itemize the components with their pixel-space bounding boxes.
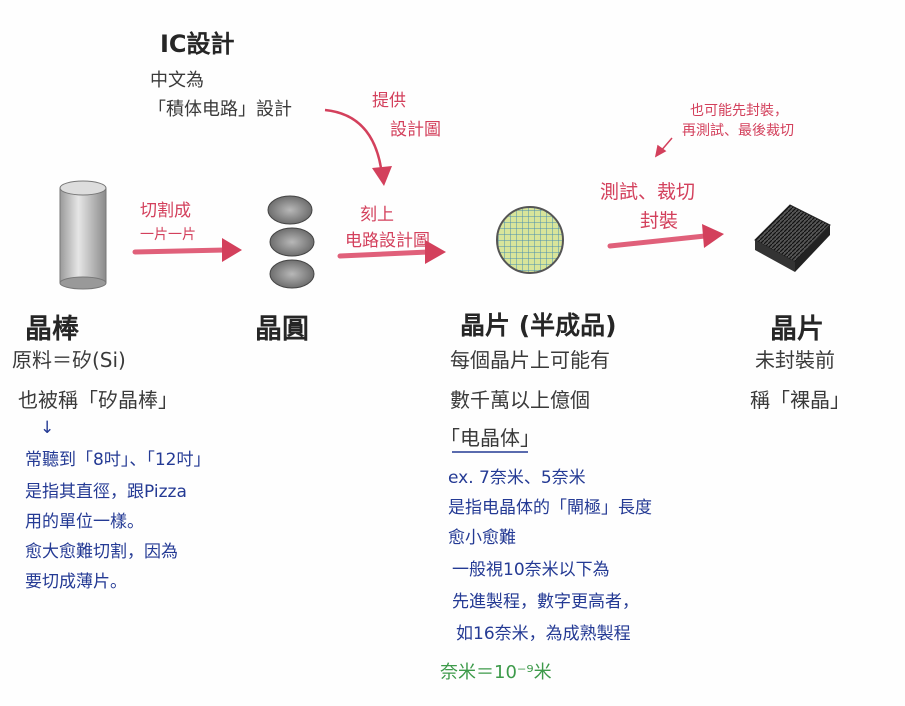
chip-semi-detail: 是指电晶体的「閘極」長度 xyxy=(448,498,652,518)
nanometer-note: 奈米＝10⁻⁹米 xyxy=(440,662,552,683)
alt-note: 再測試、最後裁切 xyxy=(682,123,794,139)
alt-note: 也可能先封裝， xyxy=(690,103,788,119)
chip-semi-detail: 先進製程，數字更高者， xyxy=(452,592,639,612)
etch-label: 电路設計圖 xyxy=(345,231,430,251)
wafer-title: 晶圓 xyxy=(255,314,309,345)
ingot-detail: 愈大愈難切割，因為 xyxy=(25,542,178,562)
cut-label: 一片一片 xyxy=(140,227,196,243)
ic-design-line: 「積体电路」設計 xyxy=(148,99,292,120)
chip-icon xyxy=(754,204,831,272)
ingot-down-arrow: ↓ xyxy=(40,418,55,438)
chip-semi-detail: 愈小愈難 xyxy=(448,528,516,548)
chip-final-note: 未封裝前 xyxy=(755,348,835,372)
patterned-wafer-icon xyxy=(496,206,564,274)
chip-semi-note: 數千萬以上億個 xyxy=(450,388,590,412)
ingot-note: 原料＝矽(Si) xyxy=(12,348,126,372)
ic-design-title: IC設計 xyxy=(160,30,235,58)
etch-label: 刻上 xyxy=(360,205,394,225)
arrow-alt-note xyxy=(654,137,673,158)
arrow-etch xyxy=(337,240,446,264)
ingot-detail: 用的單位一樣。 xyxy=(25,512,144,532)
arrow-test xyxy=(607,224,724,249)
arrow-cut xyxy=(132,238,242,262)
provide-label: 設計圖 xyxy=(390,120,441,140)
chip-final-title: 晶片 xyxy=(770,314,824,345)
ingot-icon xyxy=(59,180,107,290)
cut-label: 切割成 xyxy=(140,201,191,221)
chip-semi-detail: 如16奈米，為成熟製程 xyxy=(456,624,631,644)
ingot-detail: 要切成薄片。 xyxy=(25,572,127,592)
chip-final-note: 稱「裸晶」 xyxy=(750,388,850,412)
arrow-provide xyxy=(324,108,392,186)
ingot-detail: 是指其直徑，跟Pizza xyxy=(25,482,187,502)
ic-design-line: 中文為 xyxy=(150,70,204,91)
ingot-note: 也被稱「矽晶棒」 xyxy=(18,388,178,412)
chip-semi-note: 每個晶片上可能有 xyxy=(450,348,610,372)
wafers-icon xyxy=(267,195,315,289)
chip-semi-detail: ex. 7奈米、5奈米 xyxy=(448,468,586,488)
ingot-detail: 常聽到「8吋」、「12吋」 xyxy=(25,450,211,470)
provide-label: 提供 xyxy=(372,91,406,111)
chip-semi-note: 「电晶体」 xyxy=(440,426,540,450)
chip-semi-detail: 一般視10奈米以下為 xyxy=(452,560,610,580)
test-label: 測試、裁切 xyxy=(600,181,696,203)
ingot-title: 晶棒 xyxy=(25,314,79,345)
test-label: 封裝 xyxy=(640,210,679,232)
chip-semi-title: 晶片 (半成品) xyxy=(460,311,617,340)
